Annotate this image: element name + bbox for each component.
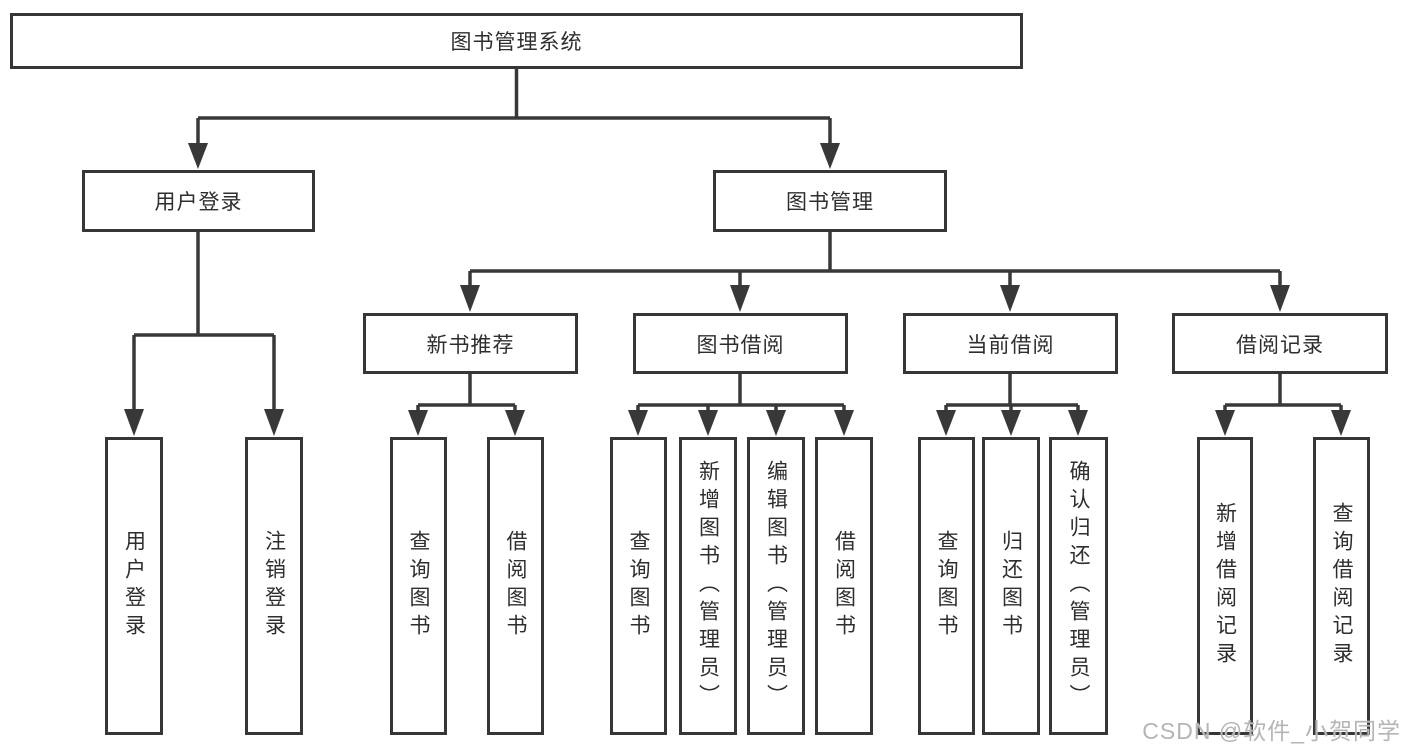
node-library-system: 图书管理系统 [10, 13, 1023, 69]
leaf-newbook-query-books-label: 查询图书 [407, 530, 430, 642]
connector-user-login-to-leaves [132, 232, 276, 411]
leaf-borrow-add-books-admin-label: 新增图书（管理员） [696, 460, 720, 712]
node-current-borrow-label: 当前借阅 [966, 333, 1055, 357]
leaf-borrow-edit-books-admin-label: 编辑图书（管理员） [764, 460, 788, 712]
leaf-current-query-books-label: 查询图书 [935, 530, 958, 642]
node-new-book-recommend: 新书推荐 [363, 313, 578, 374]
leaf-records-add-record: 新增借阅记录 [1197, 437, 1253, 735]
leaf-logout: 注销登录 [245, 437, 303, 735]
node-borrow-records: 借阅记录 [1172, 313, 1388, 374]
leaf-borrow-edit-books-admin: 编辑图书（管理员） [747, 437, 805, 735]
node-book-management: 图书管理 [713, 170, 947, 232]
csdn-watermark: CSDN @软件_小贺同学 [1142, 718, 1401, 744]
arrowheads-current-to-leaves [936, 410, 1088, 436]
connector-records-to-leaves [1223, 374, 1343, 412]
leaf-current-query-books: 查询图书 [918, 437, 975, 735]
leaf-logout-label: 注销登录 [262, 530, 286, 642]
arrowheads-root-to-level2 [188, 143, 840, 169]
arrowheads-user-login-to-leaves [124, 409, 284, 436]
leaf-current-return-books-label: 归还图书 [999, 530, 1023, 642]
leaf-user-login: 用户登录 [105, 437, 163, 735]
leaf-borrow-borrow-books-label: 借阅图书 [832, 530, 856, 642]
leaf-current-confirm-return-admin: 确认归还（管理员） [1049, 437, 1108, 735]
leaf-records-add-record-label: 新增借阅记录 [1213, 502, 1237, 670]
leaf-newbook-borrow-books-label: 借阅图书 [504, 530, 527, 642]
leaf-records-query-record-label: 查询借阅记录 [1330, 502, 1353, 670]
node-user-login: 用户登录 [82, 170, 315, 232]
leaf-borrow-add-books-admin: 新增图书（管理员） [679, 437, 737, 735]
connector-borrow-to-leaves [636, 374, 846, 412]
leaf-user-login-label: 用户登录 [122, 530, 146, 642]
connector-current-to-leaves [944, 374, 1080, 412]
arrowheads-records-to-leaves [1215, 410, 1351, 436]
arrowheads-borrow-to-leaves [628, 410, 854, 436]
leaf-borrow-query-books: 查询图书 [610, 437, 667, 735]
node-book-borrow: 图书借阅 [633, 313, 848, 374]
leaf-newbook-query-books: 查询图书 [390, 437, 447, 735]
leaf-newbook-borrow-books: 借阅图书 [487, 437, 544, 735]
node-library-system-label: 图书管理系统 [450, 31, 583, 54]
arrowheads-new-book-to-leaves [408, 410, 525, 436]
node-book-borrow-label: 图书借阅 [696, 333, 785, 357]
connector-new-book-to-leaves [416, 374, 517, 412]
node-new-book-recommend-label: 新书推荐 [426, 333, 515, 357]
node-user-login-label: 用户登录 [154, 191, 243, 214]
connector-book-mgmt-to-level3 [468, 232, 1282, 287]
node-book-management-label: 图书管理 [786, 191, 874, 214]
leaf-borrow-borrow-books: 借阅图书 [815, 437, 873, 735]
leaf-current-confirm-return-admin-label: 确认归还（管理员） [1067, 460, 1090, 712]
leaf-borrow-query-books-label: 查询图书 [627, 530, 650, 642]
arrowheads-book-mgmt-to-level3 [460, 285, 1290, 312]
connector-root-to-level2 [196, 69, 832, 145]
node-current-borrow: 当前借阅 [903, 313, 1118, 374]
leaf-current-return-books: 归还图书 [982, 437, 1040, 735]
node-borrow-records-label: 借阅记录 [1236, 333, 1324, 357]
leaf-records-query-record: 查询借阅记录 [1313, 437, 1370, 735]
